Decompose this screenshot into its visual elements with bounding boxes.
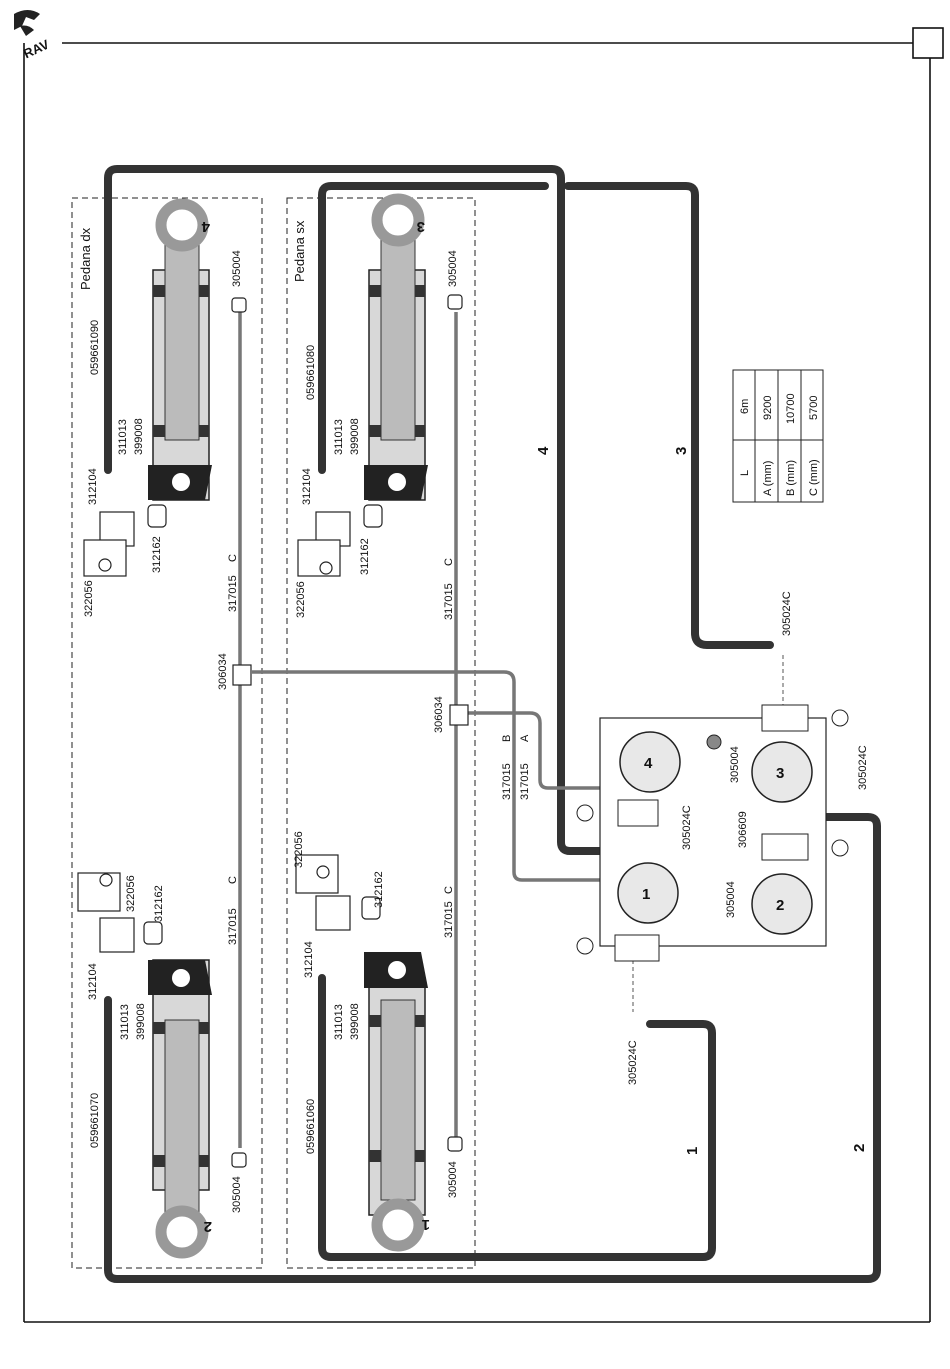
table-cell: C (mm) xyxy=(808,459,820,496)
hose-code: 059661060 xyxy=(305,1099,317,1154)
part-label: 305024C xyxy=(681,805,693,850)
dashed-links xyxy=(632,655,784,1012)
part-label: 311013 xyxy=(119,1004,131,1040)
part-label: 399008 xyxy=(349,418,361,455)
pump-label: 1 xyxy=(642,886,650,903)
hose-code: 059661070 xyxy=(89,1093,101,1148)
group-box-left xyxy=(286,197,476,1269)
part-label: 317015 xyxy=(227,575,239,612)
part-label: 305004 xyxy=(447,250,459,287)
length-table: L 6m A (mm) 9200 B (mm) 10700 C (mm) 570… xyxy=(732,369,824,503)
table-header: L xyxy=(739,470,751,476)
part-label: 399008 xyxy=(135,1003,147,1040)
part-label: 312162 xyxy=(359,538,371,575)
hose-line-3-inner xyxy=(318,182,549,474)
table-header: 6m xyxy=(739,399,751,414)
part-label: 322056 xyxy=(125,875,137,912)
part-label: 399008 xyxy=(349,1003,361,1040)
part-label: 312104 xyxy=(87,963,99,1000)
table-cell: B (mm) xyxy=(785,460,797,496)
pump-label: 4 xyxy=(644,755,653,772)
part-label: 317015 xyxy=(501,763,513,800)
hose-code: 059661090 xyxy=(89,320,101,375)
cylinder-label: 3 xyxy=(417,218,425,235)
table-cell: 9200 xyxy=(762,396,774,420)
line-number: 2 xyxy=(851,1144,868,1152)
part-label: 312104 xyxy=(301,468,313,505)
part-label: 317015 xyxy=(443,583,455,620)
rav-logo: RAV xyxy=(14,10,52,61)
hose-code: 059661080 xyxy=(305,345,317,400)
part-label: 305004 xyxy=(729,746,741,783)
cylinder-4: 4 xyxy=(148,198,212,501)
line-letter: C xyxy=(443,558,455,566)
part-label: 317015 xyxy=(227,908,239,945)
thin-pipes xyxy=(238,312,712,1148)
group-label-right: Pedana dx xyxy=(78,227,93,290)
main-hoses xyxy=(104,165,881,1283)
part-label: 305004 xyxy=(725,881,737,918)
cylinder-2: 2 xyxy=(148,959,212,1259)
part-label: 306609 xyxy=(737,811,749,848)
part-label: 311013 xyxy=(117,419,129,455)
part-label: 311013 xyxy=(333,419,345,455)
valves xyxy=(77,294,469,1168)
part-label: 311013 xyxy=(333,1004,345,1040)
part-label: 312162 xyxy=(153,885,165,922)
pump-label: 3 xyxy=(776,765,784,782)
part-label: 305004 xyxy=(231,1176,243,1213)
table-cell: A (mm) xyxy=(762,461,774,496)
corner-box xyxy=(912,27,944,59)
group-box-right xyxy=(71,197,263,1269)
line-letter: C xyxy=(227,876,239,884)
cylinder-1: 1 xyxy=(364,952,430,1252)
page-frame xyxy=(23,27,944,1323)
line-number: 4 xyxy=(535,446,552,455)
group-label-left: Pedana sx xyxy=(292,220,307,282)
part-label: 322056 xyxy=(293,831,305,868)
part-label: 306034 xyxy=(433,696,445,733)
part-label: 322056 xyxy=(83,580,95,617)
part-label: 312162 xyxy=(373,871,385,908)
part-label: 317015 xyxy=(443,901,455,938)
line-letter: C xyxy=(227,554,239,562)
line-number: 3 xyxy=(673,447,690,455)
table-cell: 5700 xyxy=(808,396,820,420)
cylinder-label: 4 xyxy=(201,218,210,235)
line-letter: C xyxy=(443,886,455,894)
hose-line-2 xyxy=(104,813,881,1283)
part-label: 317015 xyxy=(519,763,531,800)
cylinder-label: 2 xyxy=(204,1218,212,1235)
part-label: 305024C xyxy=(627,1040,639,1085)
hose-line-4 xyxy=(104,165,630,855)
part-label: 305004 xyxy=(447,1161,459,1198)
part-label: 322056 xyxy=(295,581,307,618)
line-letter: A xyxy=(519,734,531,742)
part-label: 312162 xyxy=(151,536,163,573)
part-label: 306034 xyxy=(217,653,229,690)
cylinder-3: 3 xyxy=(364,193,428,501)
logo-text: RAV xyxy=(21,36,52,61)
part-label: 305024C xyxy=(857,745,869,790)
part-label: 312104 xyxy=(303,941,315,978)
hose-line-1 xyxy=(318,974,716,1261)
cylinder-label: 1 xyxy=(422,1216,430,1233)
hose-line-3 xyxy=(564,182,774,649)
table-cell: 10700 xyxy=(785,393,797,424)
line-number: 1 xyxy=(684,1147,701,1155)
pump-block: 4 3 1 2 xyxy=(576,704,849,962)
line-letter: B xyxy=(501,735,513,742)
pump-label: 2 xyxy=(776,897,784,914)
part-label: 305004 xyxy=(231,250,243,287)
part-label: 305024C xyxy=(781,591,793,636)
part-label: 399008 xyxy=(133,418,145,455)
part-label: 312104 xyxy=(87,468,99,505)
